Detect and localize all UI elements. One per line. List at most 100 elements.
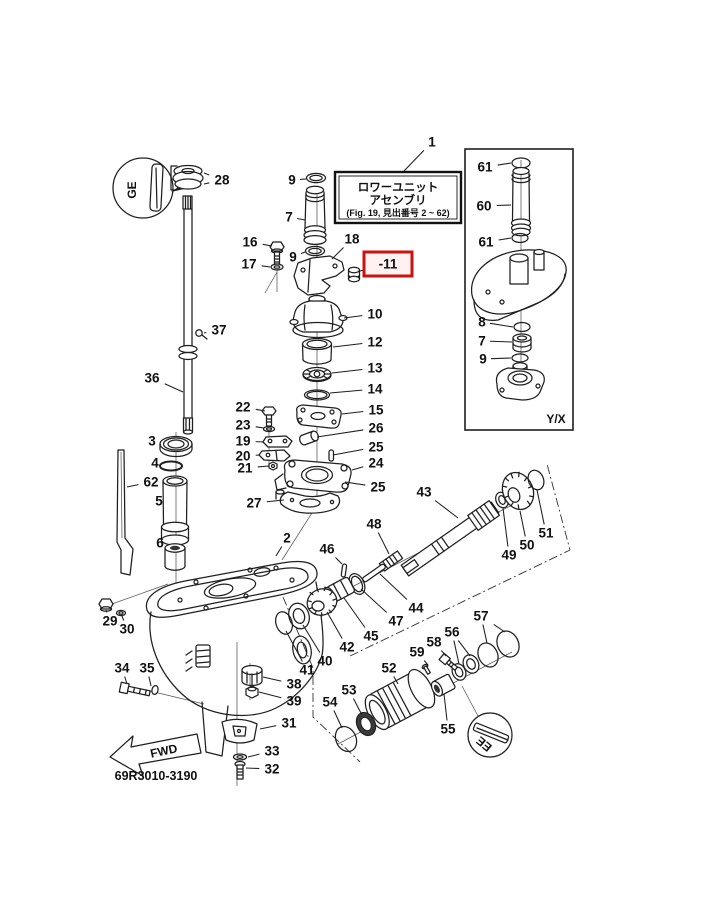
part-label-51[interactable]: 51	[536, 489, 554, 541]
part-label-15[interactable]: 15	[341, 403, 384, 418]
leader-line	[258, 691, 282, 699]
washer-23-art	[262, 425, 276, 433]
part-label-36[interactable]: 36	[144, 371, 184, 393]
part-label-12[interactable]: 12	[332, 335, 383, 350]
part-label-text: 53	[341, 683, 357, 698]
water-tube-7-art	[303, 185, 327, 246]
part-label-32[interactable]: 32	[245, 762, 280, 777]
part-label-24[interactable]: 24	[351, 456, 384, 471]
gear-42-art	[306, 586, 338, 617]
part-label-29[interactable]: 29	[102, 609, 118, 629]
leader-line	[423, 660, 429, 666]
leader-line	[434, 500, 459, 519]
part-label-11[interactable]: -11	[359, 250, 414, 278]
part-label-text: 1	[428, 135, 436, 150]
plate-19-art	[262, 435, 293, 448]
part-label-42[interactable]: 42	[326, 611, 355, 655]
part-label-37[interactable]: 37	[203, 323, 227, 338]
pump-cup-12-art	[301, 337, 333, 365]
part-label-53[interactable]: 53	[341, 683, 363, 716]
part-label-7[interactable]: 7	[285, 210, 306, 225]
part-label-56[interactable]: 56	[444, 625, 471, 665]
leader-line	[351, 466, 364, 471]
part-label-text: 13	[367, 361, 383, 376]
leader-line	[379, 573, 408, 600]
part-label-text: 29	[102, 614, 117, 629]
part-label-58[interactable]: 58	[426, 635, 447, 657]
part-label-17[interactable]: 17	[241, 257, 271, 272]
part-label-2[interactable]: 2	[275, 531, 291, 557]
part-label-47[interactable]: 47	[360, 588, 404, 629]
part-label-9[interactable]: 9	[288, 173, 307, 188]
part-label-59[interactable]: 59	[409, 645, 429, 666]
part-label-26[interactable]: 26	[316, 421, 384, 438]
part-label-55[interactable]: 55	[440, 693, 456, 737]
part-label-1[interactable]: 1	[403, 135, 436, 172]
part-label-3[interactable]: 3	[148, 434, 162, 449]
part-label-20[interactable]: 20	[235, 449, 261, 464]
part-label-60[interactable]: 60	[476, 199, 512, 214]
part-label-9[interactable]: 9	[479, 352, 512, 367]
leader-line	[297, 218, 306, 221]
part-label-5[interactable]: 5	[155, 494, 165, 509]
leader-line	[261, 265, 271, 268]
part-label-text: 14	[367, 382, 383, 397]
part-label-48[interactable]: 48	[366, 517, 390, 555]
part-label-46[interactable]: 46	[319, 542, 343, 565]
shaft-mark-text: GE	[125, 181, 139, 198]
part-label-44[interactable]: 44	[379, 573, 424, 616]
part-label-4[interactable]: 4	[151, 456, 161, 471]
part-label-text: 20	[235, 449, 250, 464]
part-label-9[interactable]: 9	[289, 250, 306, 265]
part-label-25[interactable]: 25	[344, 480, 386, 495]
leader-line	[498, 237, 512, 241]
part-label-19[interactable]: 19	[235, 434, 265, 449]
part-label-21[interactable]: 21	[237, 461, 270, 476]
part-label-52[interactable]: 52	[381, 661, 399, 685]
part-label-25[interactable]: 25	[332, 440, 384, 456]
part-label-27[interactable]: 27	[246, 496, 285, 511]
part-label-text: 61	[478, 235, 494, 250]
part-label-45[interactable]: 45	[343, 597, 379, 644]
leader-line	[493, 624, 506, 633]
part-label-text: 15	[368, 403, 384, 418]
part-label-57[interactable]: 57	[473, 609, 506, 644]
leader-line	[105, 609, 108, 613]
part-label-text: 56	[444, 625, 460, 640]
part-label-43[interactable]: 43	[416, 485, 459, 519]
part-label-22[interactable]: 22	[235, 400, 266, 415]
rod-44-art	[362, 563, 386, 583]
part-label-28[interactable]: 28	[203, 173, 230, 188]
part-label-14[interactable]: 14	[329, 382, 383, 397]
part-label-38[interactable]: 38	[262, 676, 302, 692]
part-label-41[interactable]: 41	[285, 630, 315, 678]
part-label-39[interactable]: 39	[258, 691, 302, 709]
washer-17-art	[270, 263, 284, 271]
part-label-31[interactable]: 31	[259, 716, 297, 731]
part-label-text: 34	[114, 661, 130, 676]
part-label-10[interactable]: 10	[343, 307, 383, 322]
part-label-18[interactable]: 18	[331, 232, 360, 260]
part-label-34[interactable]: 34	[114, 661, 130, 685]
part-label-35[interactable]: 35	[139, 661, 155, 687]
part-label-54[interactable]: 54	[322, 695, 343, 729]
part-label-6[interactable]: 6	[156, 536, 166, 551]
part-label-text: 60	[476, 199, 491, 214]
part-label-62[interactable]: 62	[126, 475, 159, 490]
part-label-30[interactable]: 30	[119, 615, 135, 637]
part-label-49[interactable]: 49	[501, 507, 517, 563]
nut-39-art	[245, 685, 259, 699]
part-label-7[interactable]: 7	[478, 334, 513, 349]
part-label-8[interactable]: 8	[478, 315, 514, 330]
part-label-33[interactable]: 33	[247, 744, 280, 759]
part-label-50[interactable]: 50	[519, 510, 535, 553]
gasket-14-art	[303, 389, 331, 401]
part-label-61[interactable]: 61	[477, 160, 512, 175]
highlighted-part-box	[362, 250, 414, 278]
part-label-16[interactable]: 16	[242, 235, 273, 250]
part-label-40[interactable]: 40	[302, 624, 333, 669]
leader-line	[491, 357, 512, 360]
part-label-61[interactable]: 61	[478, 235, 512, 250]
part-label-13[interactable]: 13	[331, 361, 383, 376]
part-label-23[interactable]: 23	[235, 418, 265, 433]
